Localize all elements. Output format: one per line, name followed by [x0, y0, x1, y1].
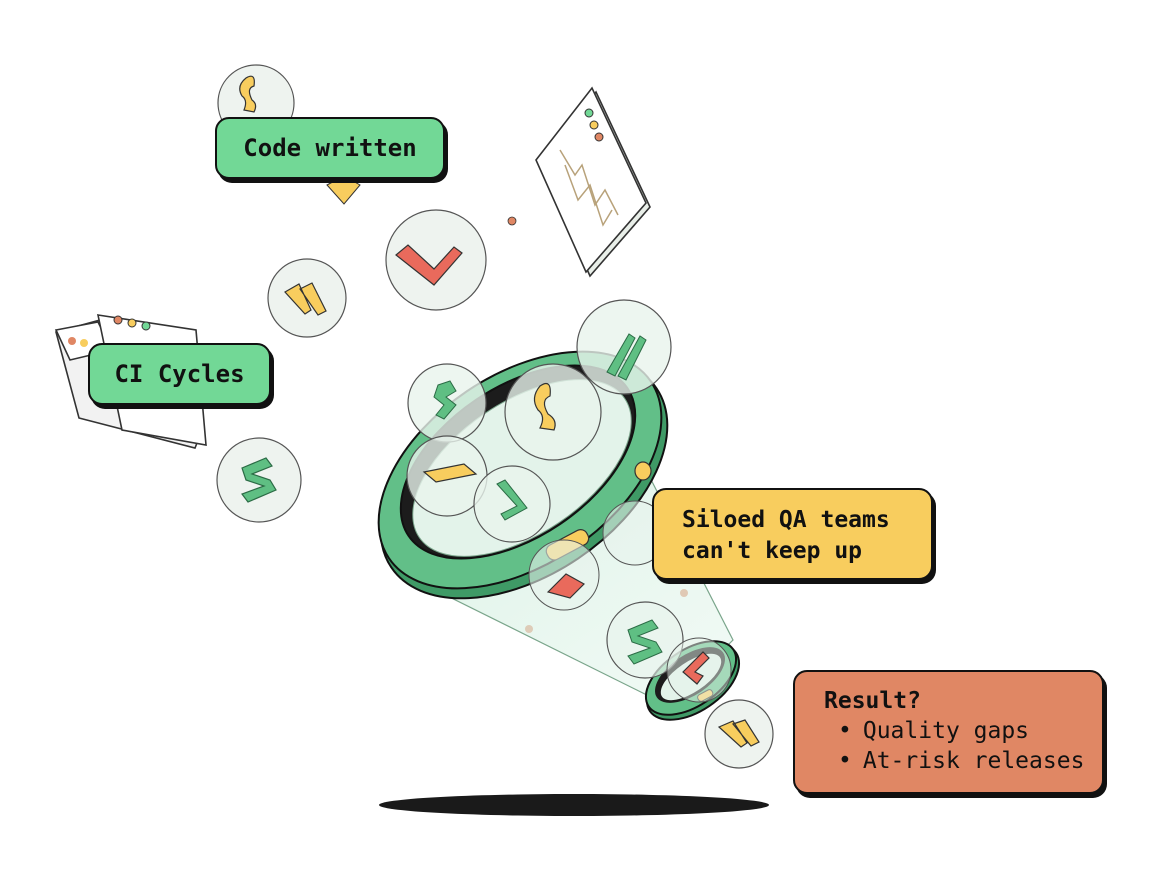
chart-panel-icon: [535, 86, 651, 278]
result-title: Result?: [824, 688, 921, 714]
siloed-qa-line-2: can't keep up: [682, 538, 863, 564]
ci-cycles-text: CI Cycles: [114, 360, 245, 388]
result-label: Result? Quality gaps At-risk releases: [793, 670, 1104, 794]
bubble-icon: [216, 437, 302, 523]
code-written-text: Code written: [243, 134, 417, 162]
result-item-at-risk-releases: At-risk releases: [824, 746, 1102, 776]
result-list: Quality gaps At-risk releases: [824, 716, 1102, 776]
siloed-qa-line-1: Siloed QA teams: [682, 507, 890, 533]
result-item-quality-gaps: Quality gaps: [824, 716, 1102, 746]
check-icon: [385, 209, 487, 311]
code-block-icon: [267, 258, 347, 338]
siloed-qa-label: Siloed QA teams can't keep up: [652, 488, 933, 580]
shadow-icon: [379, 794, 769, 816]
bubble-icon: [406, 299, 774, 769]
ci-cycles-label: CI Cycles: [88, 343, 271, 405]
code-written-label: Code written: [215, 117, 445, 179]
